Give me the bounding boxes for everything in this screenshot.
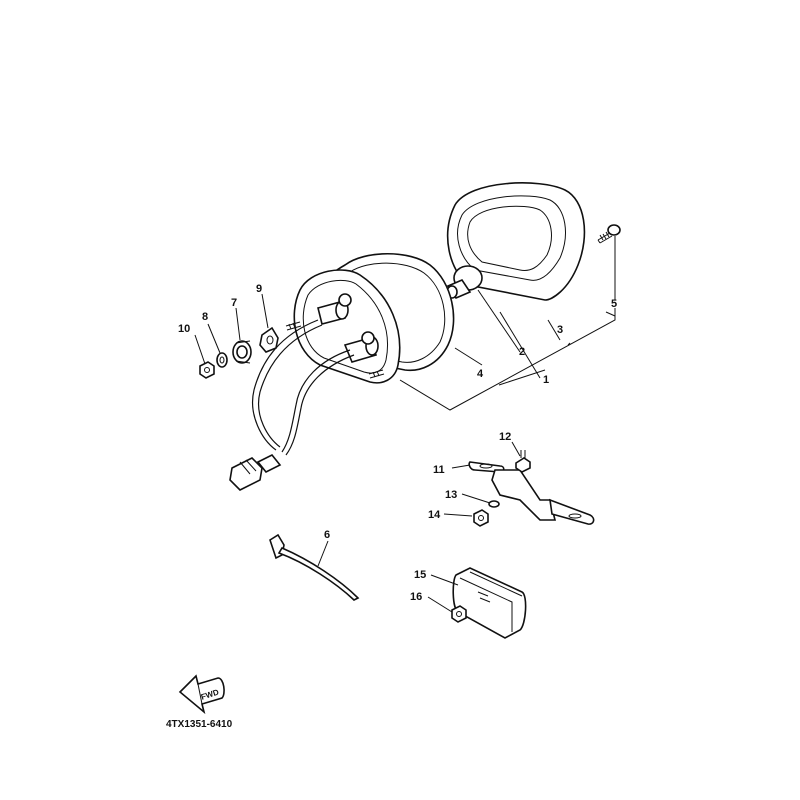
callout-4: 4 [477, 368, 484, 380]
grommet-part-7 [232, 340, 252, 364]
callout-7: 7 [231, 297, 237, 309]
callout-11: 11 [433, 464, 445, 476]
callout-10: 10 [178, 323, 190, 335]
callout-6: 6 [324, 529, 330, 541]
callout-2: 2 [519, 346, 525, 358]
callout-14: 14 [428, 509, 441, 521]
callout-15: 15 [414, 569, 426, 581]
nut-part-10 [199, 361, 215, 379]
bracket-part-11 [468, 461, 595, 525]
bolt-part-12 [515, 450, 531, 473]
callout-12: 12 [499, 431, 511, 443]
washer-part-8 [216, 352, 228, 368]
tail-light-base [285, 252, 455, 384]
washer-part-13 [488, 500, 500, 508]
drawing-code: 4TX1351-6410 [166, 719, 233, 730]
cable-band-part-6 [269, 533, 360, 601]
tail-light-lens [446, 182, 586, 301]
nut-part-16 [451, 605, 467, 623]
leader-lines [194, 236, 616, 613]
callout-16: 16 [410, 591, 422, 603]
reflector-part-15 [452, 567, 527, 639]
callout-8: 8 [202, 311, 208, 323]
nut-part-14 [473, 509, 489, 527]
callout-3: 3 [557, 324, 563, 336]
callout-labels: 1 2 3 4 5 6 7 8 9 10 11 12 13 14 15 16 [178, 283, 617, 603]
callout-9: 9 [256, 283, 262, 295]
bulb [446, 265, 483, 299]
callout-1: 1 [543, 374, 549, 386]
fwd-arrow-icon: FWD [178, 674, 225, 715]
callout-5: 5 [611, 298, 617, 310]
callout-13: 13 [445, 489, 457, 501]
bushing-part-9 [259, 326, 279, 353]
wire-harness [229, 319, 355, 491]
screw [597, 224, 621, 244]
